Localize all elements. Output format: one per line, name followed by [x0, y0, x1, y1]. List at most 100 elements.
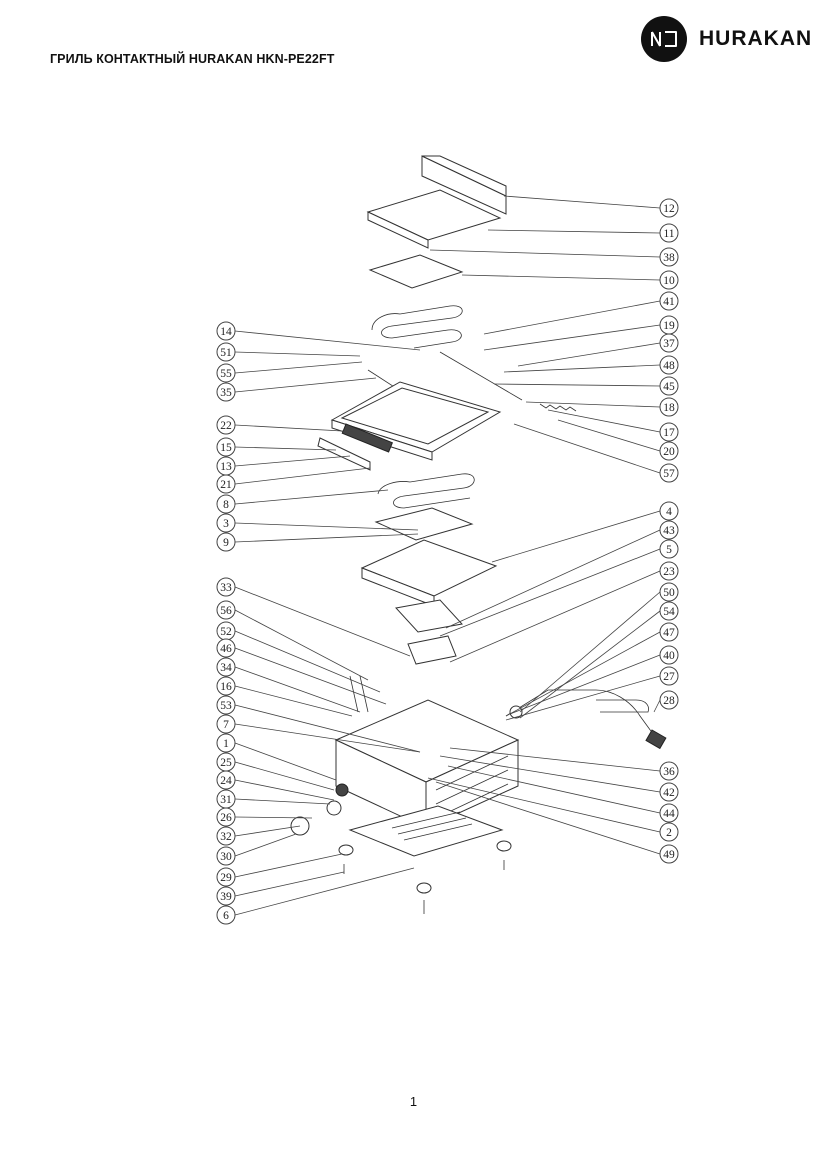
callout-label-6: 6: [223, 910, 229, 922]
callout-54: 54: [519, 601, 679, 719]
callout-label-44: 44: [663, 808, 675, 820]
leader-line-26: [234, 816, 313, 819]
callout-bubble-54: [659, 601, 679, 621]
callout-18: 18: [525, 397, 679, 417]
leader-line-37: [517, 342, 661, 367]
leader-line-39: [234, 871, 345, 897]
callout-label-5: 5: [666, 544, 672, 556]
callout-label-39: 39: [220, 891, 232, 903]
callout-24: 24: [216, 770, 335, 801]
leader-line-16: [234, 685, 353, 717]
callout-bubble-38: [659, 247, 679, 267]
callout-37: 37: [517, 333, 679, 367]
callout-bubble-51: [216, 342, 236, 362]
leader-line-41: [483, 300, 661, 335]
left-callouts: 1451553522151321839335652463416537125243…: [216, 321, 421, 925]
callout-bubble-48: [659, 355, 679, 375]
callout-bubble-34: [216, 657, 236, 677]
callout-bubble-37: [659, 333, 679, 353]
callout-bubble-50: [659, 582, 679, 602]
callout-label-28: 28: [663, 695, 675, 707]
leader-line-28: [653, 699, 661, 713]
callout-bubble-6: [216, 905, 236, 925]
callout-label-47: 47: [663, 627, 675, 639]
callout-bubble-53: [216, 695, 236, 715]
callout-bubble-2: [659, 822, 679, 842]
callout-bubble-36: [659, 761, 679, 781]
callout-bubble-32: [216, 826, 236, 846]
leader-line-11: [487, 229, 661, 234]
callout-bubble-47: [659, 622, 679, 642]
callout-bubble-15: [216, 437, 236, 457]
callout-label-2: 2: [666, 827, 672, 839]
callout-bubble-9: [216, 532, 236, 552]
callout-label-11: 11: [663, 228, 674, 240]
callout-34: 34: [216, 657, 361, 713]
callout-29: 29: [216, 853, 343, 887]
callout-21: 21: [216, 467, 371, 494]
leader-line-3: [234, 522, 419, 531]
callout-bubble-23: [659, 561, 679, 581]
leader-line-13: [234, 455, 351, 467]
callout-13: 13: [216, 455, 351, 476]
callout-label-31: 31: [220, 794, 232, 806]
leader-line-36: [449, 747, 661, 772]
leader-line-40: [509, 654, 661, 715]
callout-bubble-46: [216, 638, 236, 658]
callout-label-27: 27: [663, 671, 675, 683]
leader-line-55: [234, 361, 363, 374]
callout-33: 33: [216, 577, 411, 657]
callout-bubble-57: [659, 463, 679, 483]
callout-label-25: 25: [220, 757, 232, 769]
callout-39: 39: [216, 871, 345, 906]
callout-bubble-30: [216, 846, 236, 866]
callout-8: 8: [216, 489, 389, 514]
callout-bubble-42: [659, 782, 679, 802]
callout-bubble-39: [216, 886, 236, 906]
part-drawings: [290, 155, 667, 914]
callout-bubble-24: [216, 770, 236, 790]
leader-line-7: [234, 723, 421, 753]
callout-5: 5: [439, 539, 679, 637]
leader-line-23: [449, 570, 661, 663]
leader-line-43: [445, 529, 661, 629]
callout-label-14: 14: [220, 326, 232, 338]
callout-bubble-4: [659, 501, 679, 521]
callout-bubble-16: [216, 676, 236, 696]
callout-label-46: 46: [220, 643, 232, 655]
callout-bubble-40: [659, 645, 679, 665]
callout-label-18: 18: [663, 402, 675, 414]
callout-15: 15: [216, 437, 337, 457]
callout-48: 48: [503, 355, 679, 375]
callout-7: 7: [216, 714, 421, 753]
leader-line-12: [503, 195, 661, 209]
callout-56: 56: [216, 600, 369, 681]
brand: HURAKAN: [641, 16, 812, 62]
callout-10: 10: [461, 270, 679, 290]
callout-label-55: 55: [220, 368, 232, 380]
callout-53: 53: [216, 695, 421, 753]
leader-line-49: [435, 781, 661, 855]
callout-label-45: 45: [663, 381, 675, 393]
callout-label-53: 53: [220, 700, 232, 712]
callout-22: 22: [216, 415, 361, 435]
leader-line-15: [234, 446, 337, 451]
callout-27: 27: [505, 666, 679, 721]
callout-label-56: 56: [220, 605, 232, 617]
callout-bubble-14: [216, 321, 236, 341]
callout-4: 4: [491, 501, 679, 563]
callout-bubble-18: [659, 397, 679, 417]
callout-label-43: 43: [663, 525, 675, 537]
callout-28: 28: [653, 690, 679, 713]
callout-label-7: 7: [223, 719, 229, 731]
callout-bubble-45: [659, 376, 679, 396]
callout-49: 49: [435, 781, 679, 864]
hurakan-logo-icon: [641, 16, 687, 62]
callout-44: 44: [447, 765, 679, 823]
leader-line-18: [525, 401, 661, 408]
leader-line-53: [234, 704, 421, 753]
callout-label-24: 24: [220, 775, 232, 787]
callout-label-15: 15: [220, 442, 232, 454]
callout-label-50: 50: [663, 587, 675, 599]
callout-bubble-5: [659, 539, 679, 559]
